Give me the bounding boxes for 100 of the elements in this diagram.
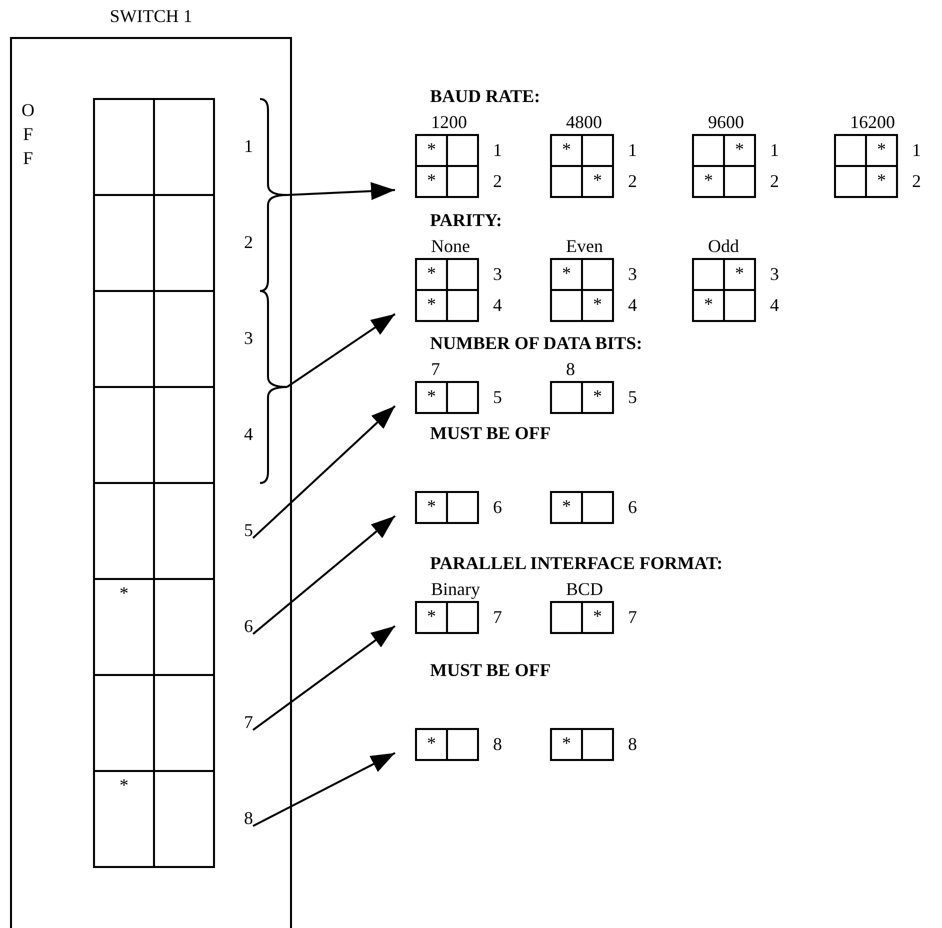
position-number: 8 <box>244 808 253 828</box>
switch-cell <box>581 491 614 524</box>
switch-cell: * <box>581 381 614 414</box>
switch-title: SWITCH 1 <box>108 6 194 26</box>
switch-cell <box>692 258 725 291</box>
switch-cell <box>550 601 583 634</box>
switch-cell: * <box>723 258 756 291</box>
arrow <box>252 515 396 635</box>
switch-cell: * <box>415 134 448 167</box>
position-number: 1 <box>244 136 253 156</box>
position-number: 7 <box>628 607 637 627</box>
position-number: 8 <box>493 734 502 754</box>
option-label: Binary <box>431 579 480 599</box>
section-heading: MUST BE OFF <box>430 660 551 680</box>
position-number: 2 <box>770 171 779 191</box>
position-number: 5 <box>493 387 502 407</box>
position-number: 4 <box>628 295 637 315</box>
arrow <box>252 405 396 539</box>
switch-cell: * <box>415 258 448 291</box>
switch-cell <box>581 134 614 167</box>
switch-cell <box>446 491 479 524</box>
switch-cell <box>446 289 479 322</box>
position-number: 7 <box>244 712 253 732</box>
position-number: 4 <box>493 295 502 315</box>
option-label: 4800 <box>566 112 602 132</box>
position-number: 2 <box>244 232 253 252</box>
position-number: 4 <box>244 424 253 444</box>
option-label: 1200 <box>431 112 467 132</box>
switch-cell <box>446 381 479 414</box>
switch-cell: * <box>550 728 583 761</box>
switch-cell: * <box>550 134 583 167</box>
switch-cell <box>446 258 479 291</box>
section-heading: PARALLEL INTERFACE FORMAT: <box>430 553 723 573</box>
position-number: 6 <box>244 616 253 636</box>
switch-cell <box>446 601 479 634</box>
option-label: 8 <box>566 359 575 379</box>
position-number: 2 <box>493 171 502 191</box>
switch-cell <box>446 165 479 198</box>
switch-cell: * <box>93 770 155 868</box>
section-heading: BAUD RATE: <box>430 86 540 106</box>
position-number: 3 <box>493 264 502 284</box>
position-number: 1 <box>912 140 921 160</box>
switch-cell: * <box>581 165 614 198</box>
switch-cell <box>723 165 756 198</box>
position-number: 3 <box>628 264 637 284</box>
switch-cell <box>446 728 479 761</box>
switch-cell <box>581 728 614 761</box>
switch-cell: * <box>581 601 614 634</box>
position-number: 2 <box>628 171 637 191</box>
switch-cell: * <box>692 289 725 322</box>
position-number: 5 <box>628 387 637 407</box>
position-number: 6 <box>493 497 502 517</box>
switch-cell: * <box>865 134 898 167</box>
switch-cell: * <box>723 134 756 167</box>
switch-cell: * <box>415 165 448 198</box>
switch-cell: * <box>415 728 448 761</box>
switch-cell: * <box>550 258 583 291</box>
switch-cell <box>446 134 479 167</box>
switch-cell <box>550 165 583 198</box>
position-number: 2 <box>912 171 921 191</box>
position-number: 5 <box>244 520 253 540</box>
option-label: 16200 <box>850 112 895 132</box>
switch-cell: * <box>692 165 725 198</box>
switch-cell <box>834 165 867 198</box>
switch-cell <box>723 289 756 322</box>
switch-cell <box>834 134 867 167</box>
switch-cell: * <box>581 289 614 322</box>
switch-cell <box>153 770 215 868</box>
option-label: None <box>431 236 470 256</box>
position-number: 3 <box>770 264 779 284</box>
switch-cell <box>550 289 583 322</box>
position-number: 6 <box>628 497 637 517</box>
switch-cell <box>581 258 614 291</box>
option-label: 7 <box>431 359 440 379</box>
section-heading: MUST BE OFF <box>430 423 551 443</box>
arrow <box>286 313 396 388</box>
switch-cell: * <box>415 491 448 524</box>
option-label: Odd <box>708 236 739 256</box>
position-number: 3 <box>244 328 253 348</box>
arrow <box>252 752 396 827</box>
switch-cell: * <box>415 381 448 414</box>
switch-cell: * <box>865 165 898 198</box>
option-label: BCD <box>566 579 604 599</box>
arrow <box>252 625 396 731</box>
position-number: 8 <box>628 734 637 754</box>
switch-state-label: O F F <box>20 99 36 170</box>
position-number: 1 <box>628 140 637 160</box>
switch-cell <box>153 98 215 196</box>
switch-cell: * <box>415 289 448 322</box>
section-heading: PARITY: <box>430 210 502 230</box>
arrow <box>286 182 396 200</box>
position-number: 4 <box>770 295 779 315</box>
switch-cell <box>692 134 725 167</box>
position-number: 1 <box>493 140 502 160</box>
switch-cell <box>93 98 155 196</box>
section-heading: NUMBER OF DATA BITS: <box>430 333 642 353</box>
position-number: 1 <box>770 140 779 160</box>
option-label: Even <box>566 236 603 256</box>
switch-cell: * <box>415 601 448 634</box>
option-label: 9600 <box>708 112 744 132</box>
